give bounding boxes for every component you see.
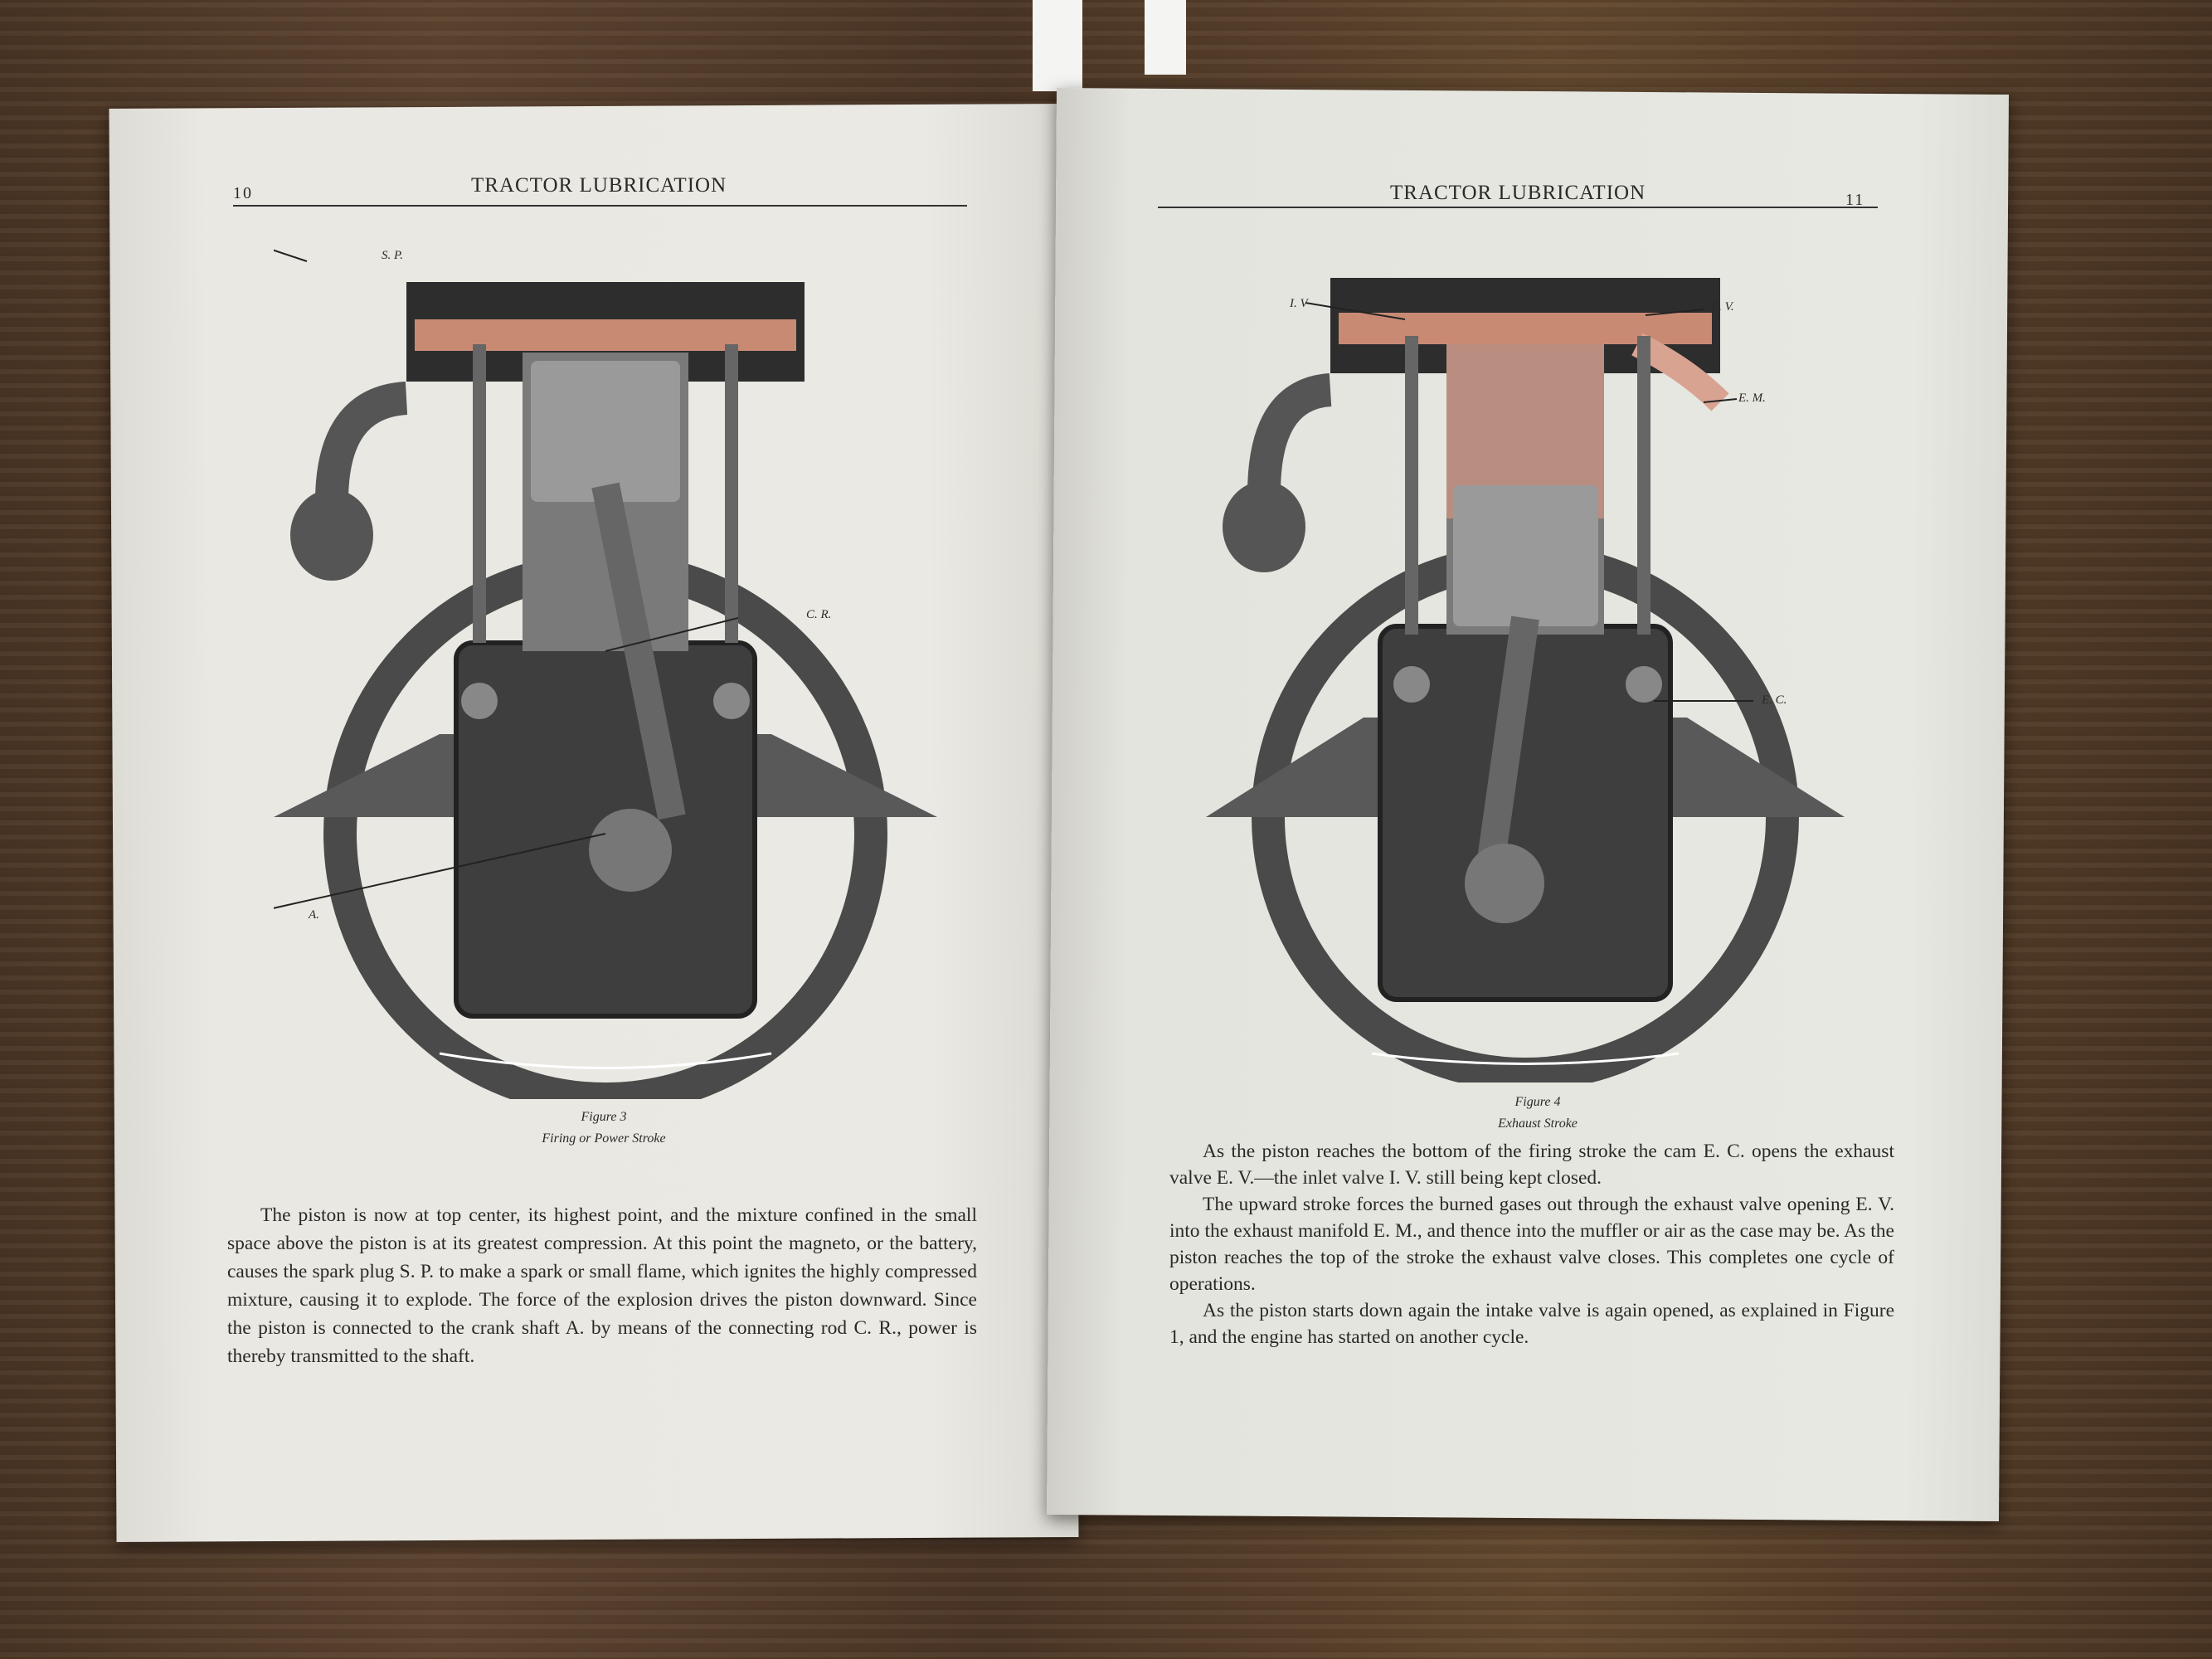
rotation-arrow (1371, 1052, 1680, 1065)
crank (589, 809, 672, 892)
inlet-valve-stem (473, 344, 486, 643)
em-leader (1703, 398, 1738, 403)
label-exhaust-valve: E. V. (1711, 300, 1734, 314)
paper-tab (1145, 0, 1186, 75)
engine-diagram-firing-stroke (274, 249, 937, 1099)
label-inlet-valve: I. V (1290, 297, 1308, 310)
paragraph: The upward stroke forces the burned gase… (1169, 1194, 1894, 1295)
header-rule (233, 205, 967, 207)
cam (461, 683, 498, 719)
sp-leader (274, 249, 308, 262)
cam (1393, 666, 1430, 703)
connecting-rod (591, 482, 686, 820)
exhaust-valve-stem (1637, 336, 1650, 635)
label-connecting-rod: C. R. (806, 608, 832, 621)
body-text: The piston is now at top center, its hig… (227, 1201, 977, 1370)
page-number: 11 (1845, 191, 1865, 209)
label-crank-shaft: A. (309, 908, 319, 922)
label-exhaust-manifold: E. M. (1738, 392, 1766, 405)
figure-number: Figure 4 (1514, 1095, 1561, 1109)
paper-tab (1033, 0, 1082, 91)
running-head: TRACTOR LUBRICATION (1390, 182, 1646, 204)
intake-pipe (315, 382, 408, 503)
page-number: 10 (233, 184, 253, 202)
paragraph: As the piston reaches the bottom of the … (1169, 1141, 1894, 1189)
exhaust-valve-stem (725, 344, 738, 643)
paragraph: As the piston starts down again the inta… (1169, 1300, 1894, 1348)
connecting-rod (1474, 615, 1539, 886)
carburetor (290, 489, 373, 581)
a-leader (274, 833, 606, 909)
inlet-valve-stem (1405, 336, 1418, 635)
figure-title: Firing or Power Stroke (542, 1131, 666, 1146)
body-text: As the piston reaches the bottom of the … (1169, 1138, 1894, 1350)
running-head: TRACTOR LUBRICATION (471, 174, 727, 197)
label-spark-plug: S. P. (382, 249, 403, 262)
label-exhaust-cam: E. C. (1762, 693, 1787, 707)
engine-diagram-exhaust-stroke (1206, 278, 1845, 1082)
figure-title: Exhaust Stroke (1498, 1117, 1578, 1131)
intake-pipe (1247, 373, 1333, 494)
cam (713, 683, 750, 719)
combustion-chamber (415, 319, 796, 351)
piston (531, 361, 680, 502)
rotation-arrow (439, 1052, 772, 1069)
piston (1453, 485, 1598, 626)
ev-leader (1645, 309, 1704, 316)
iv-leader (1305, 302, 1406, 320)
carburetor (1223, 481, 1305, 572)
header-rule (1158, 207, 1878, 208)
paragraph: The piston is now at top center, its hig… (227, 1204, 977, 1367)
figure-number: Figure 3 (581, 1110, 627, 1124)
crank (1465, 844, 1544, 923)
cr-leader (605, 617, 739, 652)
cam-ec (1626, 666, 1662, 703)
